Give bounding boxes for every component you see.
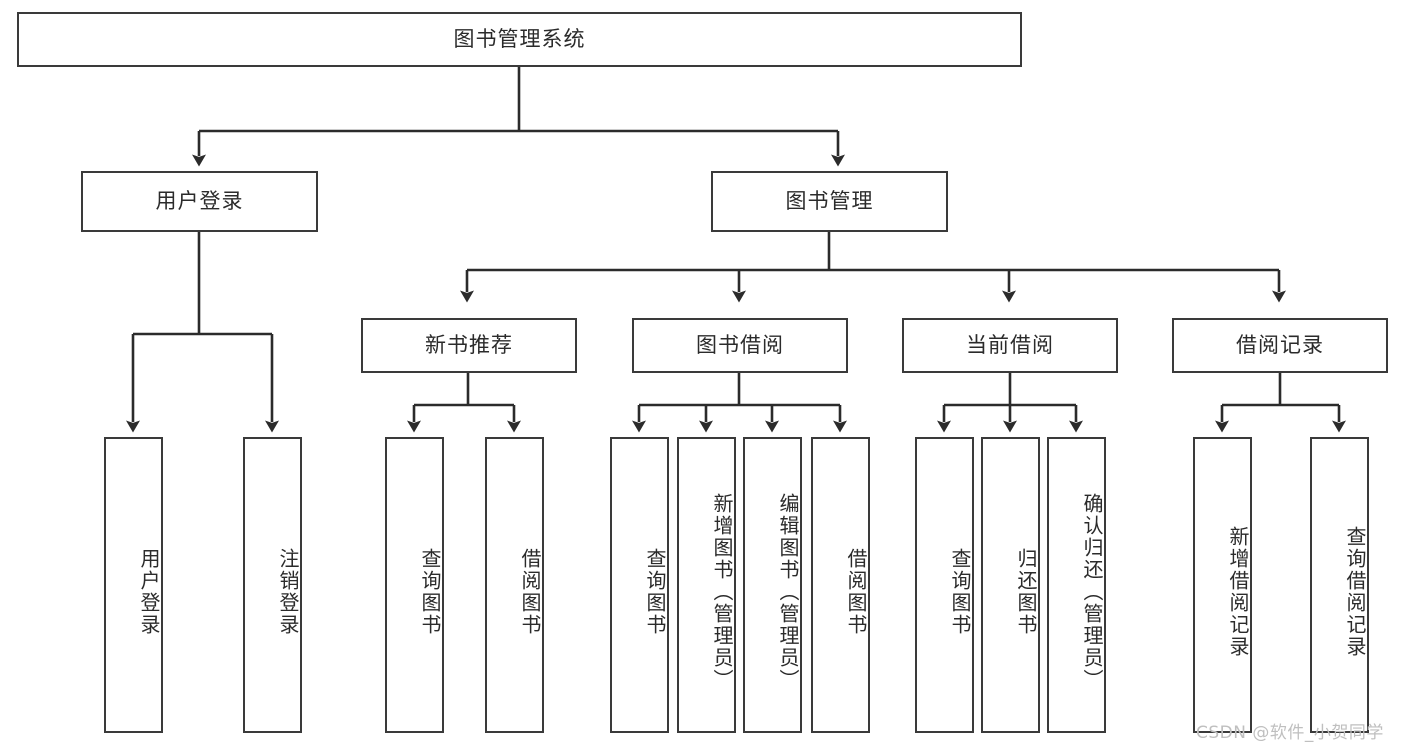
node-leaf-add-book-label: 新增图书（管理员） xyxy=(710,493,734,691)
node-leaf-query-book-3[interactable]: 查询图书 xyxy=(915,437,974,733)
node-user-login[interactable]: 用户登录 xyxy=(81,171,318,232)
node-leaf-logout-login-label: 注销登录 xyxy=(276,548,300,636)
node-leaf-confirm-return[interactable]: 确认归还（管理员） xyxy=(1047,437,1106,733)
node-leaf-borrow-book-1-label: 借阅图书 xyxy=(518,548,542,636)
node-leaf-add-record[interactable]: 新增借阅记录 xyxy=(1193,437,1252,733)
node-leaf-edit-book[interactable]: 编辑图书（管理员） xyxy=(743,437,802,733)
node-leaf-query-book-1[interactable]: 查询图书 xyxy=(385,437,444,733)
node-leaf-confirm-return-label: 确认归还（管理员） xyxy=(1080,493,1104,691)
node-leaf-logout-login[interactable]: 注销登录 xyxy=(243,437,302,733)
node-user-login-label: 用户登录 xyxy=(155,188,244,213)
node-borrow-record[interactable]: 借阅记录 xyxy=(1172,318,1388,373)
node-leaf-add-record-label: 新增借阅记录 xyxy=(1226,526,1250,658)
node-leaf-query-record[interactable]: 查询借阅记录 xyxy=(1310,437,1369,733)
node-root-label: 图书管理系统 xyxy=(453,26,586,51)
node-current-borrow[interactable]: 当前借阅 xyxy=(902,318,1118,373)
node-leaf-edit-book-label: 编辑图书（管理员） xyxy=(776,493,800,691)
node-leaf-user-login-label: 用户登录 xyxy=(137,548,161,636)
node-borrow-record-label: 借阅记录 xyxy=(1236,332,1324,357)
node-new-book-recommend[interactable]: 新书推荐 xyxy=(361,318,577,373)
node-book-management[interactable]: 图书管理 xyxy=(711,171,948,232)
node-leaf-query-book-1-label: 查询图书 xyxy=(418,548,442,636)
node-new-book-recommend-label: 新书推荐 xyxy=(425,332,513,357)
node-leaf-borrow-book-2-label: 借阅图书 xyxy=(844,548,868,636)
node-book-management-label: 图书管理 xyxy=(785,188,874,213)
node-leaf-query-book-3-label: 查询图书 xyxy=(948,548,972,636)
node-leaf-borrow-book-2[interactable]: 借阅图书 xyxy=(811,437,870,733)
node-leaf-query-record-label: 查询借阅记录 xyxy=(1343,526,1367,658)
node-leaf-add-book[interactable]: 新增图书（管理员） xyxy=(677,437,736,733)
node-book-borrow-label: 图书借阅 xyxy=(696,332,784,357)
node-leaf-user-login[interactable]: 用户登录 xyxy=(104,437,163,733)
node-leaf-query-book-2[interactable]: 查询图书 xyxy=(610,437,669,733)
node-leaf-query-book-2-label: 查询图书 xyxy=(643,548,667,636)
node-current-borrow-label: 当前借阅 xyxy=(966,332,1054,357)
node-leaf-return-book[interactable]: 归还图书 xyxy=(981,437,1040,733)
node-leaf-borrow-book-1[interactable]: 借阅图书 xyxy=(485,437,544,733)
node-leaf-return-book-label: 归还图书 xyxy=(1014,548,1038,636)
node-root[interactable]: 图书管理系统 xyxy=(17,12,1022,67)
node-book-borrow[interactable]: 图书借阅 xyxy=(632,318,848,373)
